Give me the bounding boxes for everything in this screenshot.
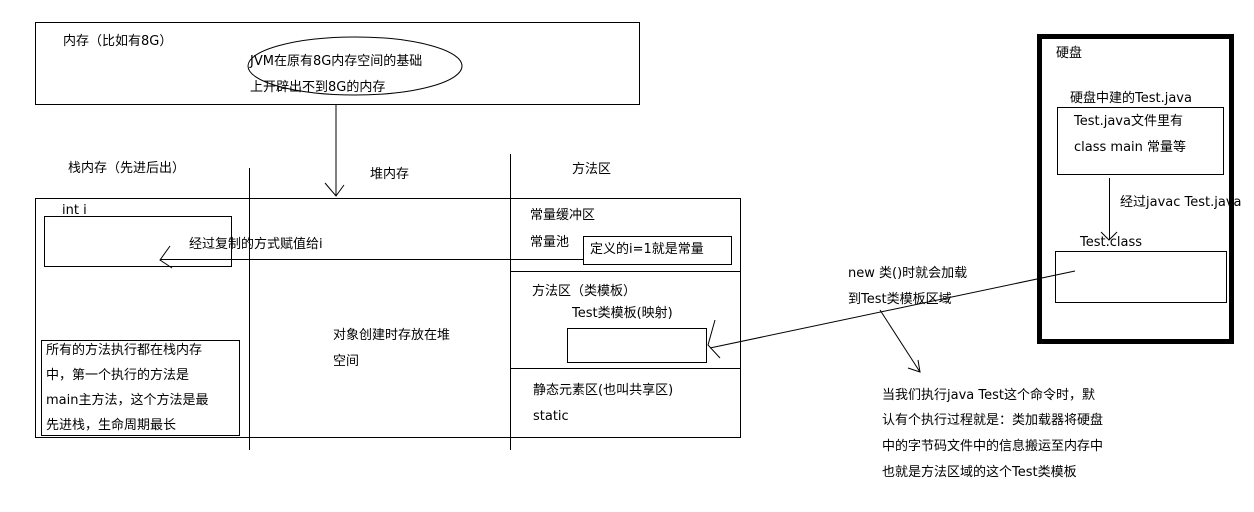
constant-buffer-label: 常量缓冲区 <box>530 208 596 223</box>
constant-pool-label: 常量池 <box>530 235 570 250</box>
class-file-label: Test.class <box>1080 235 1143 250</box>
memory-box <box>35 22 640 105</box>
memory-title: 内存（比如有8G） <box>63 34 173 49</box>
class-file-box <box>1055 251 1227 303</box>
class-template-title: 方法区（类模板） <box>532 284 637 299</box>
stack-note-line: 中，第一个执行的方法是 <box>46 368 190 383</box>
method-area-title: 方法区 <box>572 162 612 177</box>
static-keyword: static <box>533 409 569 424</box>
assign-note: 经过复制的方式赋值给i <box>189 237 323 252</box>
exec-note-line: 中的字节码文件中的信息搬运至内存中 <box>882 439 1104 454</box>
int-i-label: int i <box>62 203 87 218</box>
heap-note-line2: 空间 <box>333 354 360 369</box>
java-file-line2: class main 常量等 <box>1074 140 1187 155</box>
jvm-line2: 上开辟出不到8G的内存 <box>250 80 386 95</box>
heap-title: 堆内存 <box>370 167 410 182</box>
disk-title: 硬盘 <box>1056 46 1083 61</box>
constant-def-label: 定义的i=1就是常量 <box>590 242 704 257</box>
test-template-label: Test类模板(映射) <box>572 306 673 321</box>
stack-title: 栈内存（先进后出） <box>68 161 186 176</box>
int-i-box <box>44 216 232 267</box>
java-file-line1: Test.java文件里有 <box>1074 114 1183 129</box>
memory-arrowhead <box>324 182 345 197</box>
test-template-box <box>567 328 707 363</box>
stack-note-box <box>41 340 240 436</box>
static-area-label: 静态元素区(也叫共享区) <box>533 383 674 398</box>
jvm-ellipse <box>247 36 463 96</box>
heap-note-line1: 对象创建时存放在堆 <box>333 328 451 343</box>
exec-note-line: 认有个执行过程就是：类加载器将硬盘 <box>882 413 1104 428</box>
exec-note-line: 当我们执行java Test这个命令时，默 <box>882 388 1095 403</box>
java-file-box <box>1057 107 1224 175</box>
exec-note-line: 也就是方法区域的这个Test类模板 <box>882 465 1077 480</box>
compile-note: 经过javac Test.java <box>1120 195 1242 210</box>
load-note-line2: 到Test类模板区域 <box>848 292 952 307</box>
compile-arrowhead <box>1100 231 1118 241</box>
exec-arrow <box>879 309 921 373</box>
load-arrow <box>709 270 1076 349</box>
stack-note-line: main主方法，这个方法是最 <box>46 393 209 408</box>
load-arrowhead <box>707 319 721 359</box>
stack-note-line: 所有的方法执行都在栈内存 <box>46 343 203 358</box>
jvm-line1: JVM在原有8G内存空间的基础 <box>250 54 423 69</box>
runtime-box <box>35 198 741 438</box>
java-file-title: 硬盘中建的Test.java <box>1070 91 1192 106</box>
constant-def-box <box>583 236 732 265</box>
stack-note-line: 先进栈，生命周期最长 <box>46 418 177 433</box>
exec-arrowhead <box>907 359 921 373</box>
load-note-line1: new 类()时就会加载 <box>848 266 968 281</box>
assign-arrowhead <box>159 245 173 269</box>
disk-box <box>1037 34 1234 344</box>
